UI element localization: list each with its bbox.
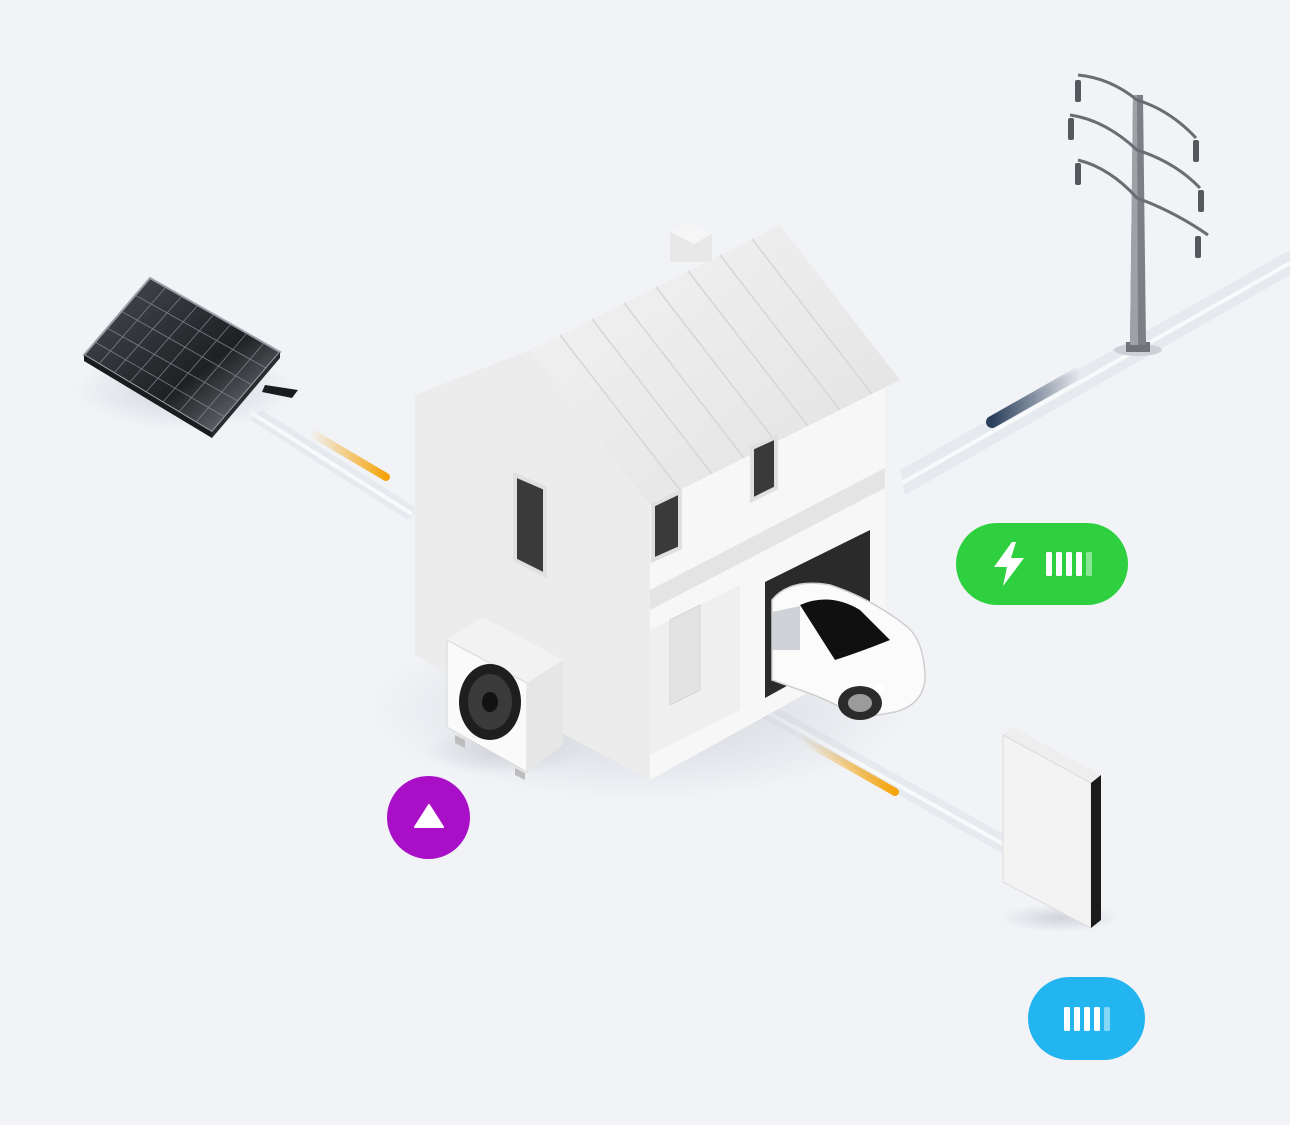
- charge-bar: [1046, 552, 1052, 576]
- battery-bar-empty: [1103, 1006, 1110, 1031]
- battery-bar: [1093, 1006, 1100, 1031]
- heat-pump-badge: [387, 776, 470, 859]
- electric-car-icon: [771, 582, 926, 720]
- battery-level-bars: [1063, 1006, 1110, 1031]
- solar-panel-icon: [75, 276, 298, 438]
- ev-charge-level-bars: [1046, 552, 1092, 576]
- battery-bar: [1083, 1006, 1090, 1031]
- charge-bar: [1066, 552, 1072, 576]
- triangle-up-icon: [413, 803, 444, 828]
- solar-flow-streak: [306, 428, 390, 481]
- ev-charging-badge: [956, 523, 1128, 605]
- heat-pump-icon: [425, 617, 585, 780]
- energy-path-solar: [248, 410, 420, 520]
- lightning-icon: [992, 542, 1026, 586]
- grid-flow-streak: [986, 366, 1086, 428]
- power-pylon-icon: [1068, 73, 1209, 356]
- charge-bar: [1056, 552, 1062, 576]
- battery-bar: [1063, 1006, 1070, 1031]
- home-battery-icon: [1000, 727, 1120, 932]
- charge-bar: [1076, 552, 1082, 576]
- charge-bar-empty: [1086, 552, 1092, 576]
- energy-path-grid: [900, 250, 1290, 495]
- battery-badge: [1028, 977, 1145, 1060]
- battery-bar: [1073, 1006, 1080, 1031]
